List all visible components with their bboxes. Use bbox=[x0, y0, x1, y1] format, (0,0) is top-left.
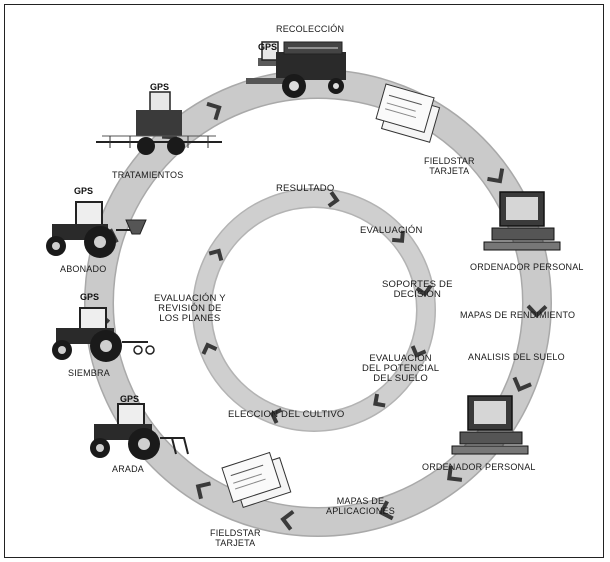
label-mapas-rendimiento: MAPAS DE RENDIMIENTO bbox=[460, 310, 576, 320]
tractor-seeder-icon bbox=[52, 307, 155, 362]
label-tratamientos: TRATAMIENTOS bbox=[112, 170, 184, 180]
inner-cycle-arrows bbox=[201, 191, 433, 424]
label-arada: ARADA bbox=[112, 464, 145, 474]
cycle-arrow-chevron bbox=[327, 191, 340, 208]
cycle-arrow-chevron bbox=[415, 284, 433, 297]
fieldstar-card-icon bbox=[221, 451, 292, 509]
combine-harvester-icon bbox=[246, 41, 346, 98]
gps-label-harvester: GPS bbox=[258, 42, 278, 52]
label-recoleccion: RECOLECCIÓN bbox=[276, 24, 345, 34]
cycle-arrow-chevron bbox=[410, 345, 427, 358]
label-abonado: ABONADO bbox=[60, 264, 107, 274]
label-evaluacion: EVALUACIÓN bbox=[360, 225, 423, 236]
cycle-arrow-chevron bbox=[487, 168, 505, 184]
personal-computer-icon bbox=[483, 191, 561, 251]
label-ordenador-personal-top: ORDENADOR PERSONAL bbox=[470, 262, 584, 272]
cycle-arrow-chevron bbox=[280, 509, 295, 531]
fieldstar-card-icon bbox=[375, 83, 441, 143]
gps-label-plough: GPS bbox=[120, 394, 140, 404]
sprayer-tractor-icon bbox=[96, 91, 222, 155]
gps-label-fertilizer: GPS bbox=[74, 186, 94, 196]
cycle-arrow-chevron bbox=[208, 248, 224, 262]
inner-cycle-ring bbox=[193, 189, 435, 431]
outer-cycle-ring bbox=[85, 70, 551, 536]
cycle-arrow-chevron bbox=[201, 342, 218, 355]
cycle-arrow-chevron bbox=[512, 376, 532, 392]
figure-frame bbox=[4, 4, 604, 558]
tractor-fertilizer-icon bbox=[46, 201, 147, 258]
label-resultado: RESULTADO bbox=[276, 183, 335, 194]
label-analisis-suelo: ANALISIS DEL SUELO bbox=[468, 352, 565, 362]
cycle-arrow-chevron bbox=[269, 408, 283, 424]
cycle-arrow-chevron bbox=[195, 481, 211, 500]
cycle-arrow-chevron bbox=[447, 465, 463, 482]
label-ordenador-personal-bottom: ORDENADOR PERSONAL bbox=[422, 462, 536, 472]
cycle-arrow-chevron bbox=[526, 304, 548, 318]
personal-computer-icon bbox=[451, 395, 529, 455]
cycle-arrow-chevron bbox=[378, 500, 394, 521]
gps-label-seeder: GPS bbox=[80, 292, 100, 302]
tractor-plough-icon bbox=[90, 403, 189, 460]
cycle-arrow-chevron bbox=[206, 101, 222, 121]
label-siembra: SIEMBRA bbox=[68, 368, 110, 378]
label-eleccion-cultivo: ELECCION DEL CULTIVO bbox=[228, 409, 345, 420]
cycle-arrow-chevron bbox=[373, 393, 386, 408]
cycle-arrow-chevron bbox=[392, 230, 405, 243]
gps-label-sprayer: GPS bbox=[150, 82, 170, 92]
